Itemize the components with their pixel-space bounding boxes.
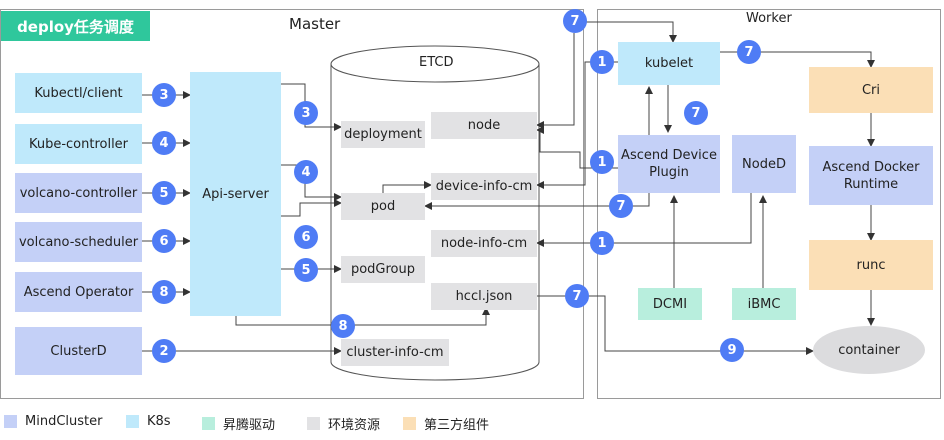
runc[interactable]: runc bbox=[809, 240, 933, 290]
client-clusterd[interactable]: ClusterD bbox=[15, 327, 142, 375]
etcd-pod[interactable]: pod bbox=[341, 193, 425, 220]
legend-label: 环境资源 bbox=[328, 418, 381, 433]
step-badge: 3 bbox=[152, 83, 176, 107]
container[interactable]: container bbox=[813, 326, 925, 374]
step-badge: 1 bbox=[590, 50, 614, 74]
legend-swatch bbox=[307, 417, 320, 430]
step-badge: 6 bbox=[294, 225, 318, 249]
ibmc[interactable]: iBMC bbox=[732, 288, 796, 320]
legend-swatch bbox=[4, 415, 17, 428]
client-kube-controller[interactable]: Kube-controller bbox=[15, 124, 142, 164]
step-badge: 7 bbox=[737, 40, 761, 64]
legend-label: 昇腾驱动 bbox=[223, 418, 276, 433]
step-badge: 4 bbox=[152, 131, 176, 155]
step-badge: 8 bbox=[152, 280, 176, 304]
step-badge: 1 bbox=[590, 150, 614, 174]
cri[interactable]: Cri bbox=[809, 67, 933, 113]
api-server[interactable]: Api-server bbox=[190, 72, 281, 316]
step-badge: 7 bbox=[684, 101, 708, 125]
step-badge: 2 bbox=[152, 339, 176, 363]
step-badge: 7 bbox=[609, 194, 633, 218]
etcd-podgroup[interactable]: podGroup bbox=[341, 256, 425, 283]
client-volcano-scheduler[interactable]: volcano-scheduler bbox=[15, 222, 142, 262]
legend-env: 环境资源 bbox=[307, 414, 380, 433]
noded[interactable]: NodeD bbox=[732, 135, 796, 193]
etcd-cluster-info-cm[interactable]: cluster-info-cm bbox=[341, 339, 449, 366]
ascend-device-plugin[interactable]: Ascend Device Plugin bbox=[618, 135, 720, 193]
legend-driver: 昇腾驱动 bbox=[202, 414, 275, 433]
legend-third-party: 第三方组件 bbox=[403, 414, 489, 433]
legend-label: MindCluster bbox=[25, 414, 103, 429]
legend-label: K8s bbox=[147, 414, 171, 429]
ascend-docker-runtime[interactable]: Ascend Docker Runtime bbox=[809, 146, 933, 205]
dcmi[interactable]: DCMI bbox=[638, 288, 702, 320]
step-badge: 7 bbox=[565, 284, 589, 308]
legend-swatch bbox=[403, 417, 416, 430]
master-frame bbox=[0, 9, 584, 399]
master-label: Master bbox=[289, 15, 341, 33]
client-volcano-controller[interactable]: volcano-controller bbox=[15, 173, 142, 213]
etcd-deployment[interactable]: deployment bbox=[341, 121, 425, 148]
step-badge: 1 bbox=[590, 231, 614, 255]
etcd-node-info-cm[interactable]: node-info-cm bbox=[431, 230, 537, 257]
step-badge: 5 bbox=[152, 181, 176, 205]
legend-swatch bbox=[126, 415, 139, 428]
diagram-title: deploy任务调度 bbox=[1, 11, 150, 41]
step-badge: 8 bbox=[331, 314, 355, 338]
step-badge: 4 bbox=[294, 160, 318, 184]
worker-frame bbox=[597, 9, 941, 399]
legend-label: 第三方组件 bbox=[424, 418, 490, 433]
etcd-label: ETCD bbox=[419, 55, 454, 70]
etcd-hccl-json[interactable]: hccl.json bbox=[431, 283, 537, 310]
client-ascend-operator[interactable]: Ascend Operator bbox=[15, 272, 142, 312]
step-badge: 7 bbox=[563, 9, 587, 33]
step-badge: 5 bbox=[294, 258, 318, 282]
legend-mindcluster: MindCluster bbox=[4, 414, 102, 429]
etcd-device-info-cm[interactable]: device-info-cm bbox=[431, 173, 537, 200]
worker-label: Worker bbox=[746, 11, 792, 26]
legend-swatch bbox=[202, 417, 215, 430]
step-badge: 3 bbox=[294, 101, 318, 125]
step-badge: 6 bbox=[152, 229, 176, 253]
client-kubectl[interactable]: Kubectl/client bbox=[15, 73, 142, 113]
step-badge: 9 bbox=[720, 338, 744, 362]
kubelet[interactable]: kubelet bbox=[618, 42, 720, 85]
etcd-node[interactable]: node bbox=[431, 112, 537, 139]
legend-k8s: K8s bbox=[126, 414, 171, 429]
